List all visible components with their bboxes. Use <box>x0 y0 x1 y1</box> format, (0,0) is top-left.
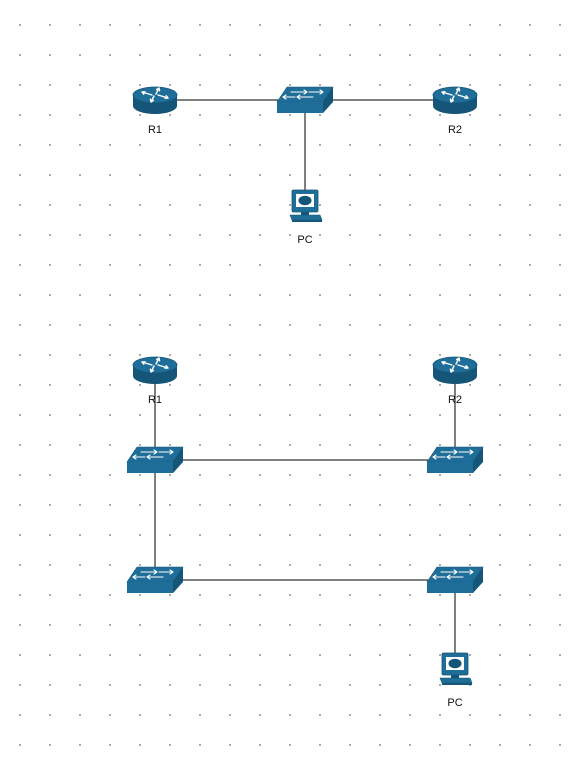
switch-icon[interactable] <box>126 566 184 593</box>
router-icon[interactable] <box>132 356 178 384</box>
switch-icon[interactable] <box>276 86 334 113</box>
node-label-d1-r2: R2 <box>447 124 463 136</box>
node-label-d2-r1: R1 <box>147 394 163 406</box>
switch-icon[interactable] <box>126 446 184 473</box>
router-icon[interactable] <box>132 86 178 114</box>
switch-icon[interactable] <box>426 446 484 473</box>
node-label-d1-pc: PC <box>297 234 313 246</box>
pc-icon[interactable] <box>289 189 323 222</box>
node-label-d1-r1: R1 <box>147 124 163 136</box>
nodes-layer <box>126 86 484 685</box>
node-label-d2-pc: PC <box>447 697 463 709</box>
router-icon[interactable] <box>432 86 478 114</box>
node-label-d2-r2: R2 <box>447 394 463 406</box>
switch-icon[interactable] <box>426 566 484 593</box>
router-icon[interactable] <box>432 356 478 384</box>
pc-icon[interactable] <box>439 652 473 685</box>
links-layer <box>154 99 456 670</box>
